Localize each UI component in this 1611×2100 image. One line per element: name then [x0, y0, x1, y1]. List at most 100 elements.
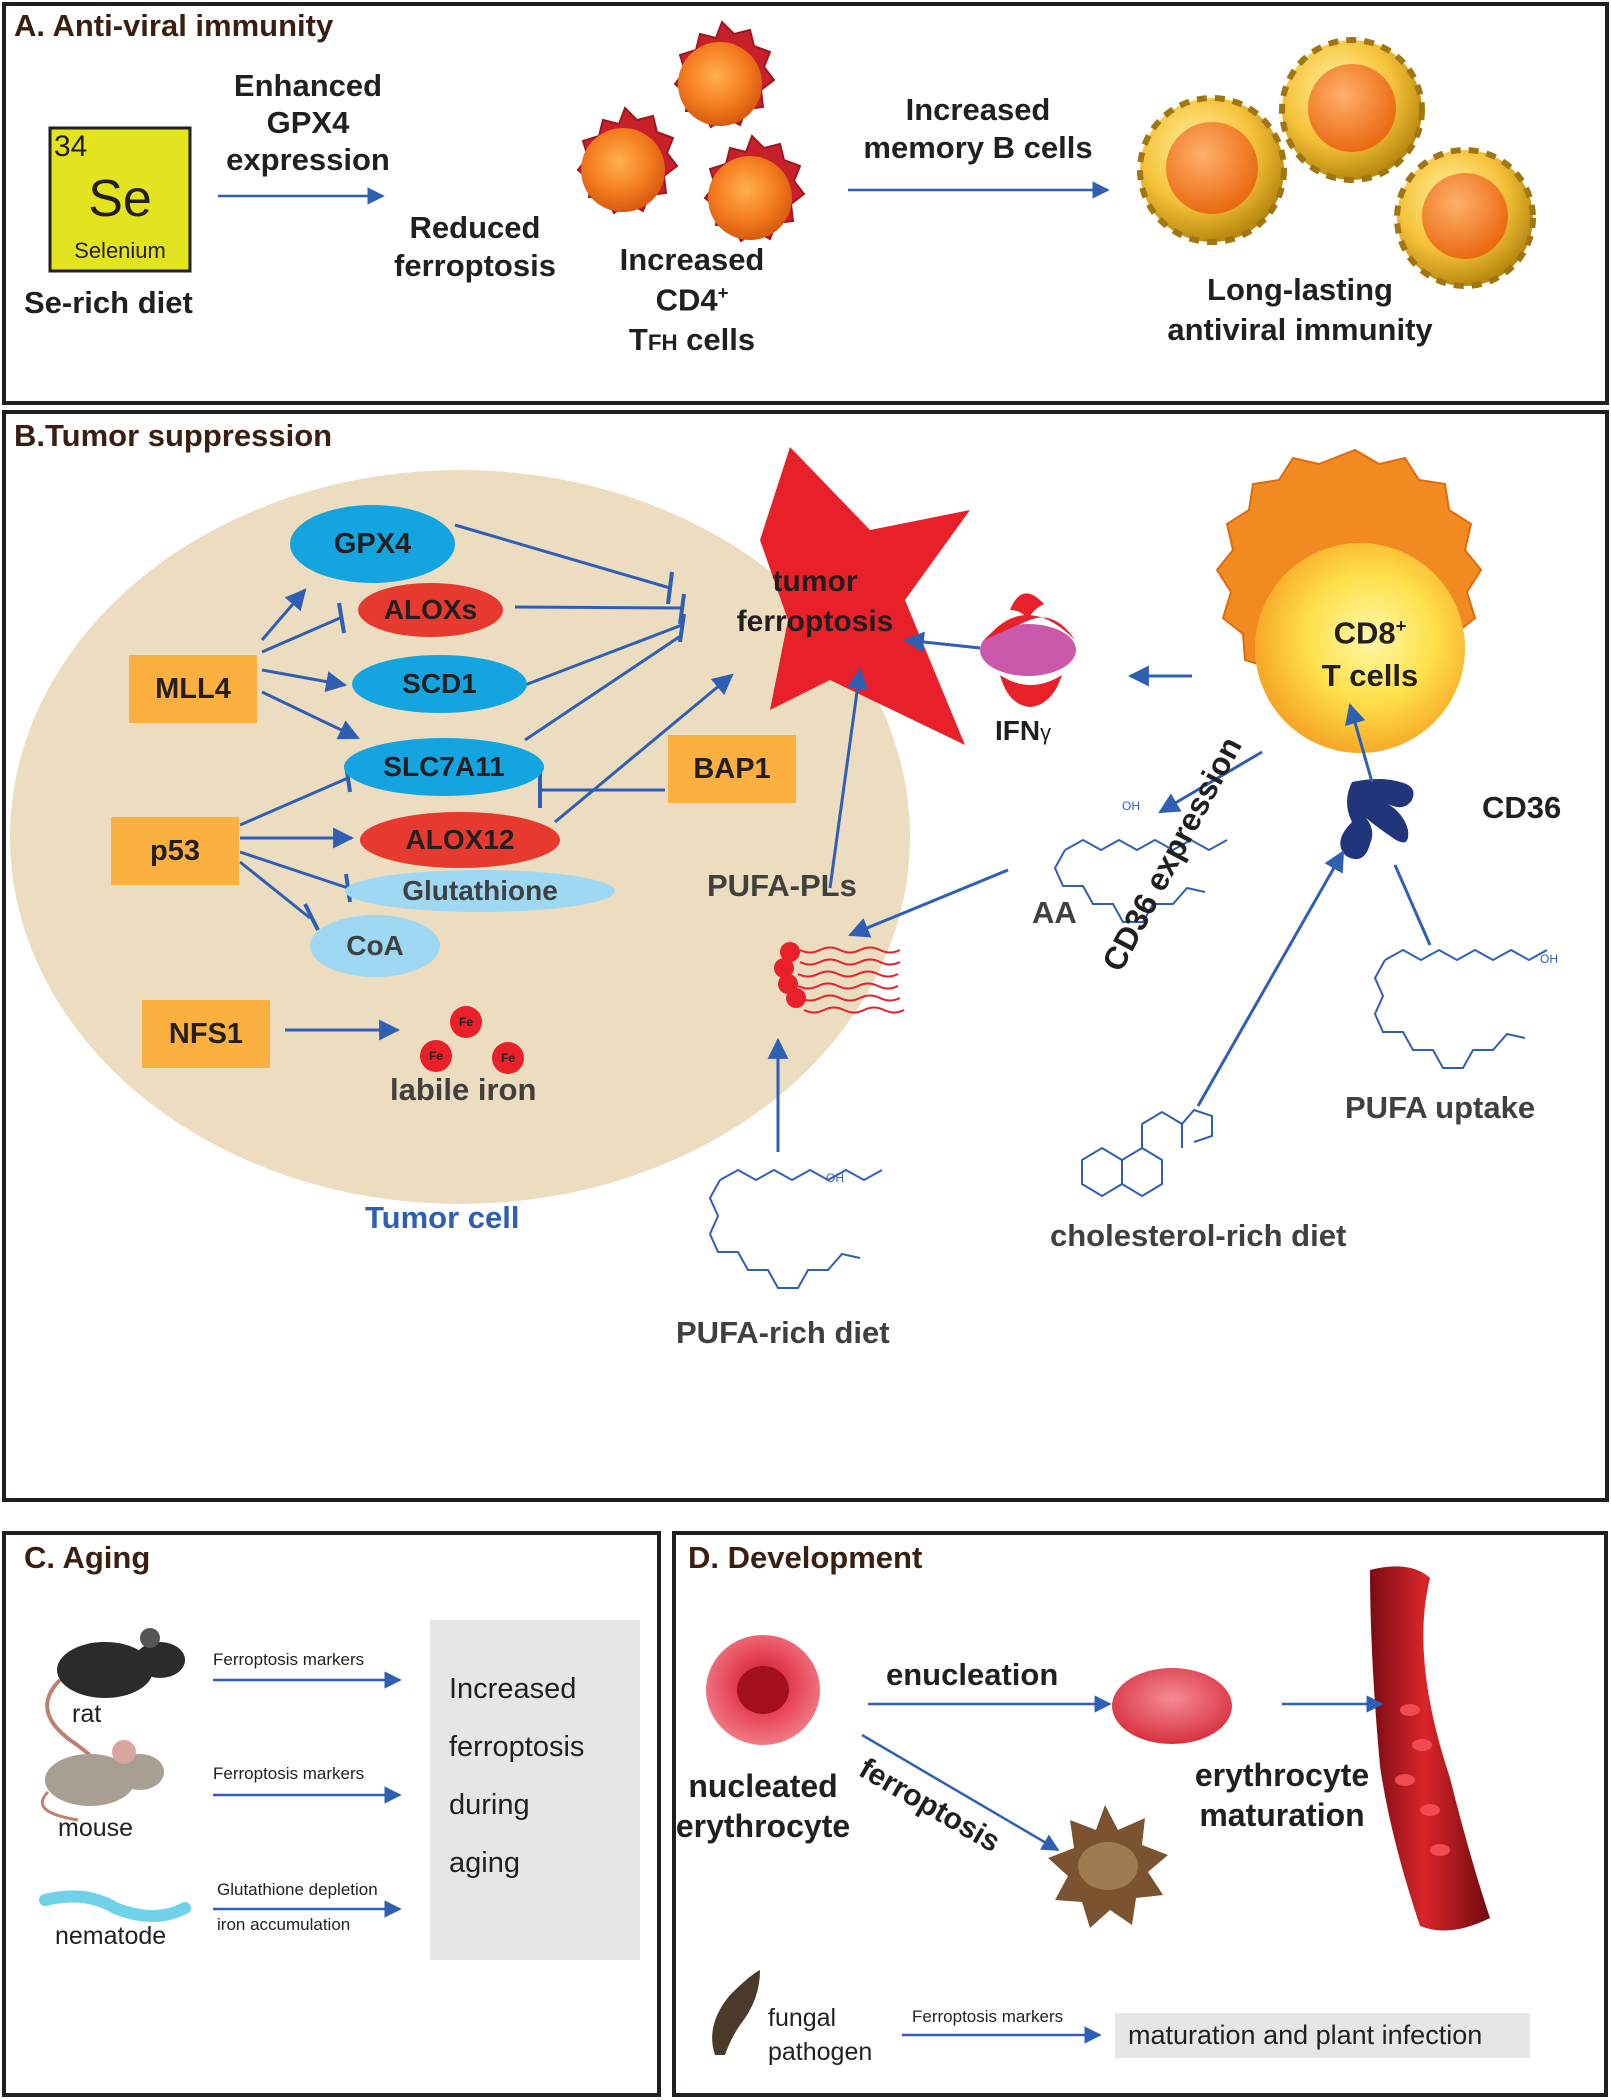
- mature-erythrocyte-icon: [1112, 1668, 1232, 1744]
- memory-label-line2: memory B cells: [863, 130, 1093, 165]
- pufa-uptake-structure: [1373, 948, 1548, 1069]
- selenium-number: 34: [54, 130, 88, 163]
- slc7a11-node: SLC7A11: [344, 738, 544, 796]
- fe-ion-1: Fe: [450, 1006, 482, 1038]
- tumor-ferroptosis-burst: [760, 447, 970, 745]
- tumor-cell-label: Tumor cell: [365, 1200, 520, 1235]
- coa-node: CoA: [310, 915, 440, 977]
- pufa-diet-oh: OH: [826, 1171, 844, 1185]
- selenium-symbol: Se: [88, 170, 152, 228]
- development-arrows: [861, 1695, 1384, 2044]
- fe-ion-2: Fe: [420, 1040, 452, 1072]
- enucleation-label: enucleation: [886, 1657, 1059, 1692]
- cd4-sup: +: [717, 282, 729, 303]
- ifn-gamma-molecule: [980, 593, 1076, 707]
- cd4-tfh-cell-top: [673, 20, 776, 129]
- fungal-arrow-label: Ferroptosis markers: [912, 2007, 1064, 2026]
- cd8-t-cell: [1215, 448, 1483, 753]
- fungal-label-line1: fungal: [768, 2004, 837, 2032]
- ifn-gamma-label: IFNγ: [995, 715, 1051, 747]
- aging-arrow-label-nematode-1: Glutathione depletion: [217, 1880, 378, 1899]
- pufa-pls-label: PUFA-PLs: [707, 868, 857, 903]
- panel-d-frame: [672, 1531, 1608, 2097]
- long-lasting-line1: Long-lasting: [1207, 272, 1393, 307]
- panel-b-frame: [2, 410, 1609, 1502]
- t-text: T: [628, 322, 648, 357]
- panel-b-title: B.Tumor suppression: [14, 418, 333, 453]
- vessel-rbcs: [1395, 1704, 1450, 1856]
- aging-arrow-label-nematode-2: iron accumulation: [217, 1915, 351, 1934]
- pufa-rich-diet-label: PUFA-rich diet: [676, 1315, 890, 1350]
- glutathione-node: Glutathione: [345, 870, 615, 912]
- pufa-uptake-label: PUFA uptake: [1345, 1090, 1536, 1125]
- aging-arrow-label-mouse: Ferroptosis markers: [213, 1764, 365, 1783]
- nematode-label: nematode: [55, 1922, 167, 1950]
- fh-text: FH: [647, 330, 678, 355]
- memory-b-cell-left: [1137, 95, 1287, 245]
- cells-text: cells: [677, 322, 756, 357]
- pufa-pl-lipid-cluster: [774, 942, 905, 1014]
- cd8-text: CD8: [1333, 615, 1396, 651]
- nucleated-line1: nucleated: [688, 1768, 838, 1804]
- inhibition-bars: [303, 571, 686, 931]
- cholesterol-structure: [1081, 1108, 1213, 1198]
- panel-a-title: A. Anti-viral immunity: [14, 8, 334, 43]
- gamma-text: γ: [1040, 720, 1052, 745]
- ferroptotic-cell-core: [1078, 1842, 1138, 1890]
- increased-label-line2: CD4+: [656, 282, 729, 318]
- aa-structure: [1053, 838, 1228, 923]
- mll4-box: MLL4: [129, 655, 257, 723]
- reduced-label-line2: ferroptosis: [394, 248, 556, 283]
- aging-box-line4: aging: [449, 1847, 520, 1879]
- reduced-label-line1: Reduced: [409, 210, 541, 245]
- p53-box: p53: [111, 817, 239, 885]
- aging-box-line2: ferroptosis: [449, 1731, 585, 1763]
- cd8-label-line1: CD8+: [1334, 615, 1407, 651]
- cd4-tfh-cell-left: [576, 106, 679, 215]
- nematode-icon: [39, 1890, 191, 1922]
- alox12-node: ALOX12: [360, 812, 560, 868]
- mouse-label: mouse: [58, 1814, 134, 1842]
- se-rich-diet-label: Se-rich diet: [24, 285, 193, 320]
- fungal-box-text: maturation and plant infection: [1128, 2020, 1483, 2050]
- cd4-tfh-cell-right: [703, 134, 806, 243]
- cd4-text: CD4: [655, 282, 718, 318]
- tumor-ferroptosis-line2: ferroptosis: [736, 605, 894, 638]
- enhanced-label-line2: GPX4: [266, 105, 350, 140]
- aging-box-line3: during: [449, 1789, 530, 1821]
- fungal-label-line2: pathogen: [768, 2038, 873, 2066]
- ifn-text: IFN: [995, 715, 1041, 746]
- aa-label: AA: [1032, 895, 1077, 930]
- increased-label-line3: TFH cells: [629, 322, 755, 358]
- gpx4-node: GPX4: [290, 505, 455, 583]
- cd36-receptor: [1340, 779, 1414, 860]
- cholesterol-diet-label: cholesterol-rich diet: [1050, 1218, 1347, 1253]
- bap1-box: BAP1: [668, 735, 796, 803]
- aging-box-line1: Increased: [449, 1673, 577, 1705]
- pathway-lines: [239, 523, 1432, 1152]
- aa-oh: OH: [1122, 799, 1140, 813]
- nucleated-line2: erythrocyte: [675, 1808, 851, 1844]
- memory-b-cell-top: [1279, 37, 1425, 183]
- scd1-node: SCD1: [352, 655, 527, 713]
- labile-iron-label: labile iron: [390, 1072, 537, 1107]
- pufa-uptake-oh: OH: [1540, 952, 1558, 966]
- aloxs-node: ALOXs: [358, 583, 503, 637]
- fungal-pathogen-icon: [712, 1970, 760, 2055]
- panel-c-frame: [2, 1531, 661, 2097]
- maturation-line2: maturation: [1199, 1797, 1365, 1833]
- selenium-name: Selenium: [74, 238, 166, 263]
- increased-label-line1: Increased: [619, 242, 765, 277]
- panel-a-frame: [2, 2, 1609, 405]
- cd8-sup: +: [1395, 615, 1407, 636]
- maturation-line1: erythrocyte: [1194, 1757, 1370, 1793]
- enhanced-label-line1: Enhanced: [233, 68, 383, 103]
- panel-c-title: C. Aging: [24, 1540, 151, 1575]
- fungal-outcome-box: [1115, 2013, 1530, 2058]
- cd36-label: CD36: [1482, 790, 1562, 825]
- aging-box: [430, 1620, 640, 1960]
- pufa-diet-structure: [708, 1168, 883, 1289]
- mouse-icon: [40, 1740, 164, 1822]
- memory-label-line1: Increased: [905, 92, 1051, 127]
- selenium-element-tile: [48, 126, 192, 273]
